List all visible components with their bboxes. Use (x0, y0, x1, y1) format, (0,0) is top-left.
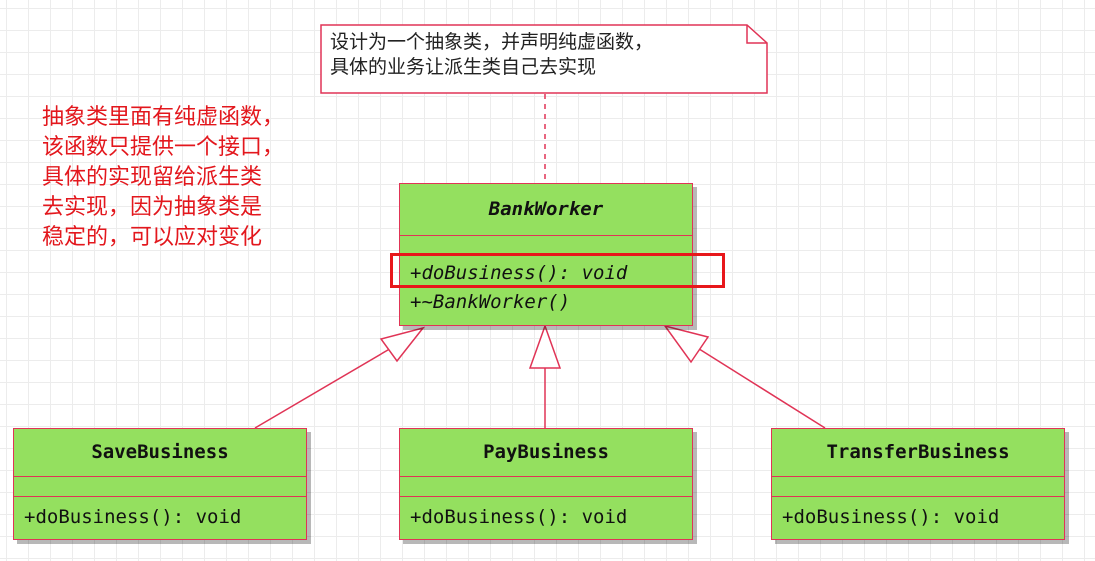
class-name: PayBusiness (400, 429, 692, 477)
annotation-line-5: 稳定的，可以应对变化 (42, 225, 263, 250)
generalization-arrowhead-save (379, 326, 425, 363)
edge-save-to-bankworker (254, 346, 394, 429)
annotation-line-1: 抽象类里面有纯虚函数， (42, 105, 285, 130)
class-operations: +doBusiness(): void (772, 497, 1064, 537)
class-paybusiness[interactable]: PayBusiness +doBusiness(): void (399, 428, 693, 540)
class-operations: +doBusiness(): void +~BankWorker() (400, 256, 692, 317)
annotation-line-3: 具体的实现留给派生类 (42, 165, 263, 190)
class-name: TransferBusiness (772, 429, 1064, 477)
uml-note[interactable]: 设计为一个抽象类，并声明纯虚函数， 具体的业务让派生类自己去实现 (320, 24, 768, 94)
highlight-box (390, 253, 725, 288)
note-line-1: 设计为一个抽象类，并声明纯虚函数， (330, 31, 654, 53)
annotation-line-2: 该函数只提供一个接口， (42, 135, 285, 160)
class-name: BankWorker (400, 184, 692, 236)
operation-destructor: +~BankWorker() (410, 291, 571, 313)
class-operations: +doBusiness(): void (14, 497, 306, 537)
generalization-arrowhead-transfer (663, 324, 710, 364)
class-savebusiness[interactable]: SaveBusiness +doBusiness(): void (13, 428, 307, 540)
operation-dobusiness: +doBusiness(): void (782, 506, 1000, 528)
class-transferbusiness[interactable]: TransferBusiness +doBusiness(): void (771, 428, 1065, 540)
operation-dobusiness: +doBusiness(): void (24, 506, 242, 528)
edge-transfer-to-bankworker (695, 346, 826, 429)
operation-dobusiness: +doBusiness(): void (410, 262, 628, 284)
generalization-arrowhead-pay (528, 323, 562, 369)
class-attributes-compartment (772, 477, 1064, 497)
annotation-text: 抽象类里面有纯虚函数， 该函数只提供一个接口， 具体的实现留给派生类 去实现，因… (42, 103, 342, 253)
note-line-2: 具体的业务让派生类自己去实现 (330, 56, 597, 78)
operation-dobusiness: +doBusiness(): void (410, 506, 628, 528)
class-operations: +doBusiness(): void (400, 497, 692, 537)
class-name: SaveBusiness (14, 429, 306, 477)
note-shape (320, 24, 768, 94)
annotation-line-4: 去实现，因为抽象类是 (42, 195, 263, 220)
class-attributes-compartment (400, 477, 692, 497)
class-attributes-compartment (14, 477, 306, 497)
